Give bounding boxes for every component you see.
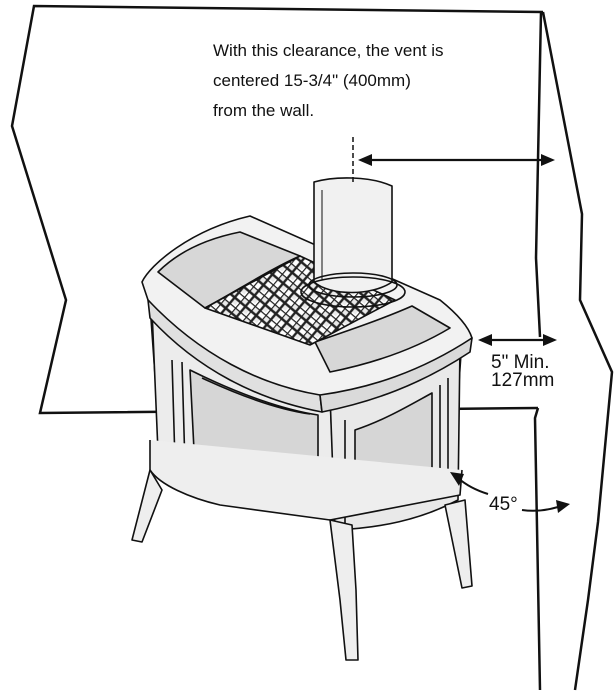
angle-arrowhead-left — [450, 472, 464, 486]
angle-arrowhead-right — [556, 500, 570, 513]
angle-label: 45° — [489, 494, 518, 515]
clearance-mm-label: 127mm — [491, 370, 554, 391]
leg-front-left — [131, 469, 163, 543]
side-clearance-arrow — [478, 334, 557, 346]
clearance-min-label: 5" Min. — [491, 352, 549, 373]
right-wall — [533, 11, 614, 691]
left-wall — [10, 4, 544, 415]
leg-back-right — [444, 499, 473, 589]
note-line-2: centered 15-3/4" (400mm) — [213, 71, 411, 90]
note-line-1: With this clearance, the vent is — [213, 41, 444, 60]
note-line-3: from the wall. — [213, 101, 314, 120]
vent-clearance-arrow — [358, 154, 555, 166]
stove — [131, 177, 473, 661]
leg-front-right — [329, 519, 359, 661]
